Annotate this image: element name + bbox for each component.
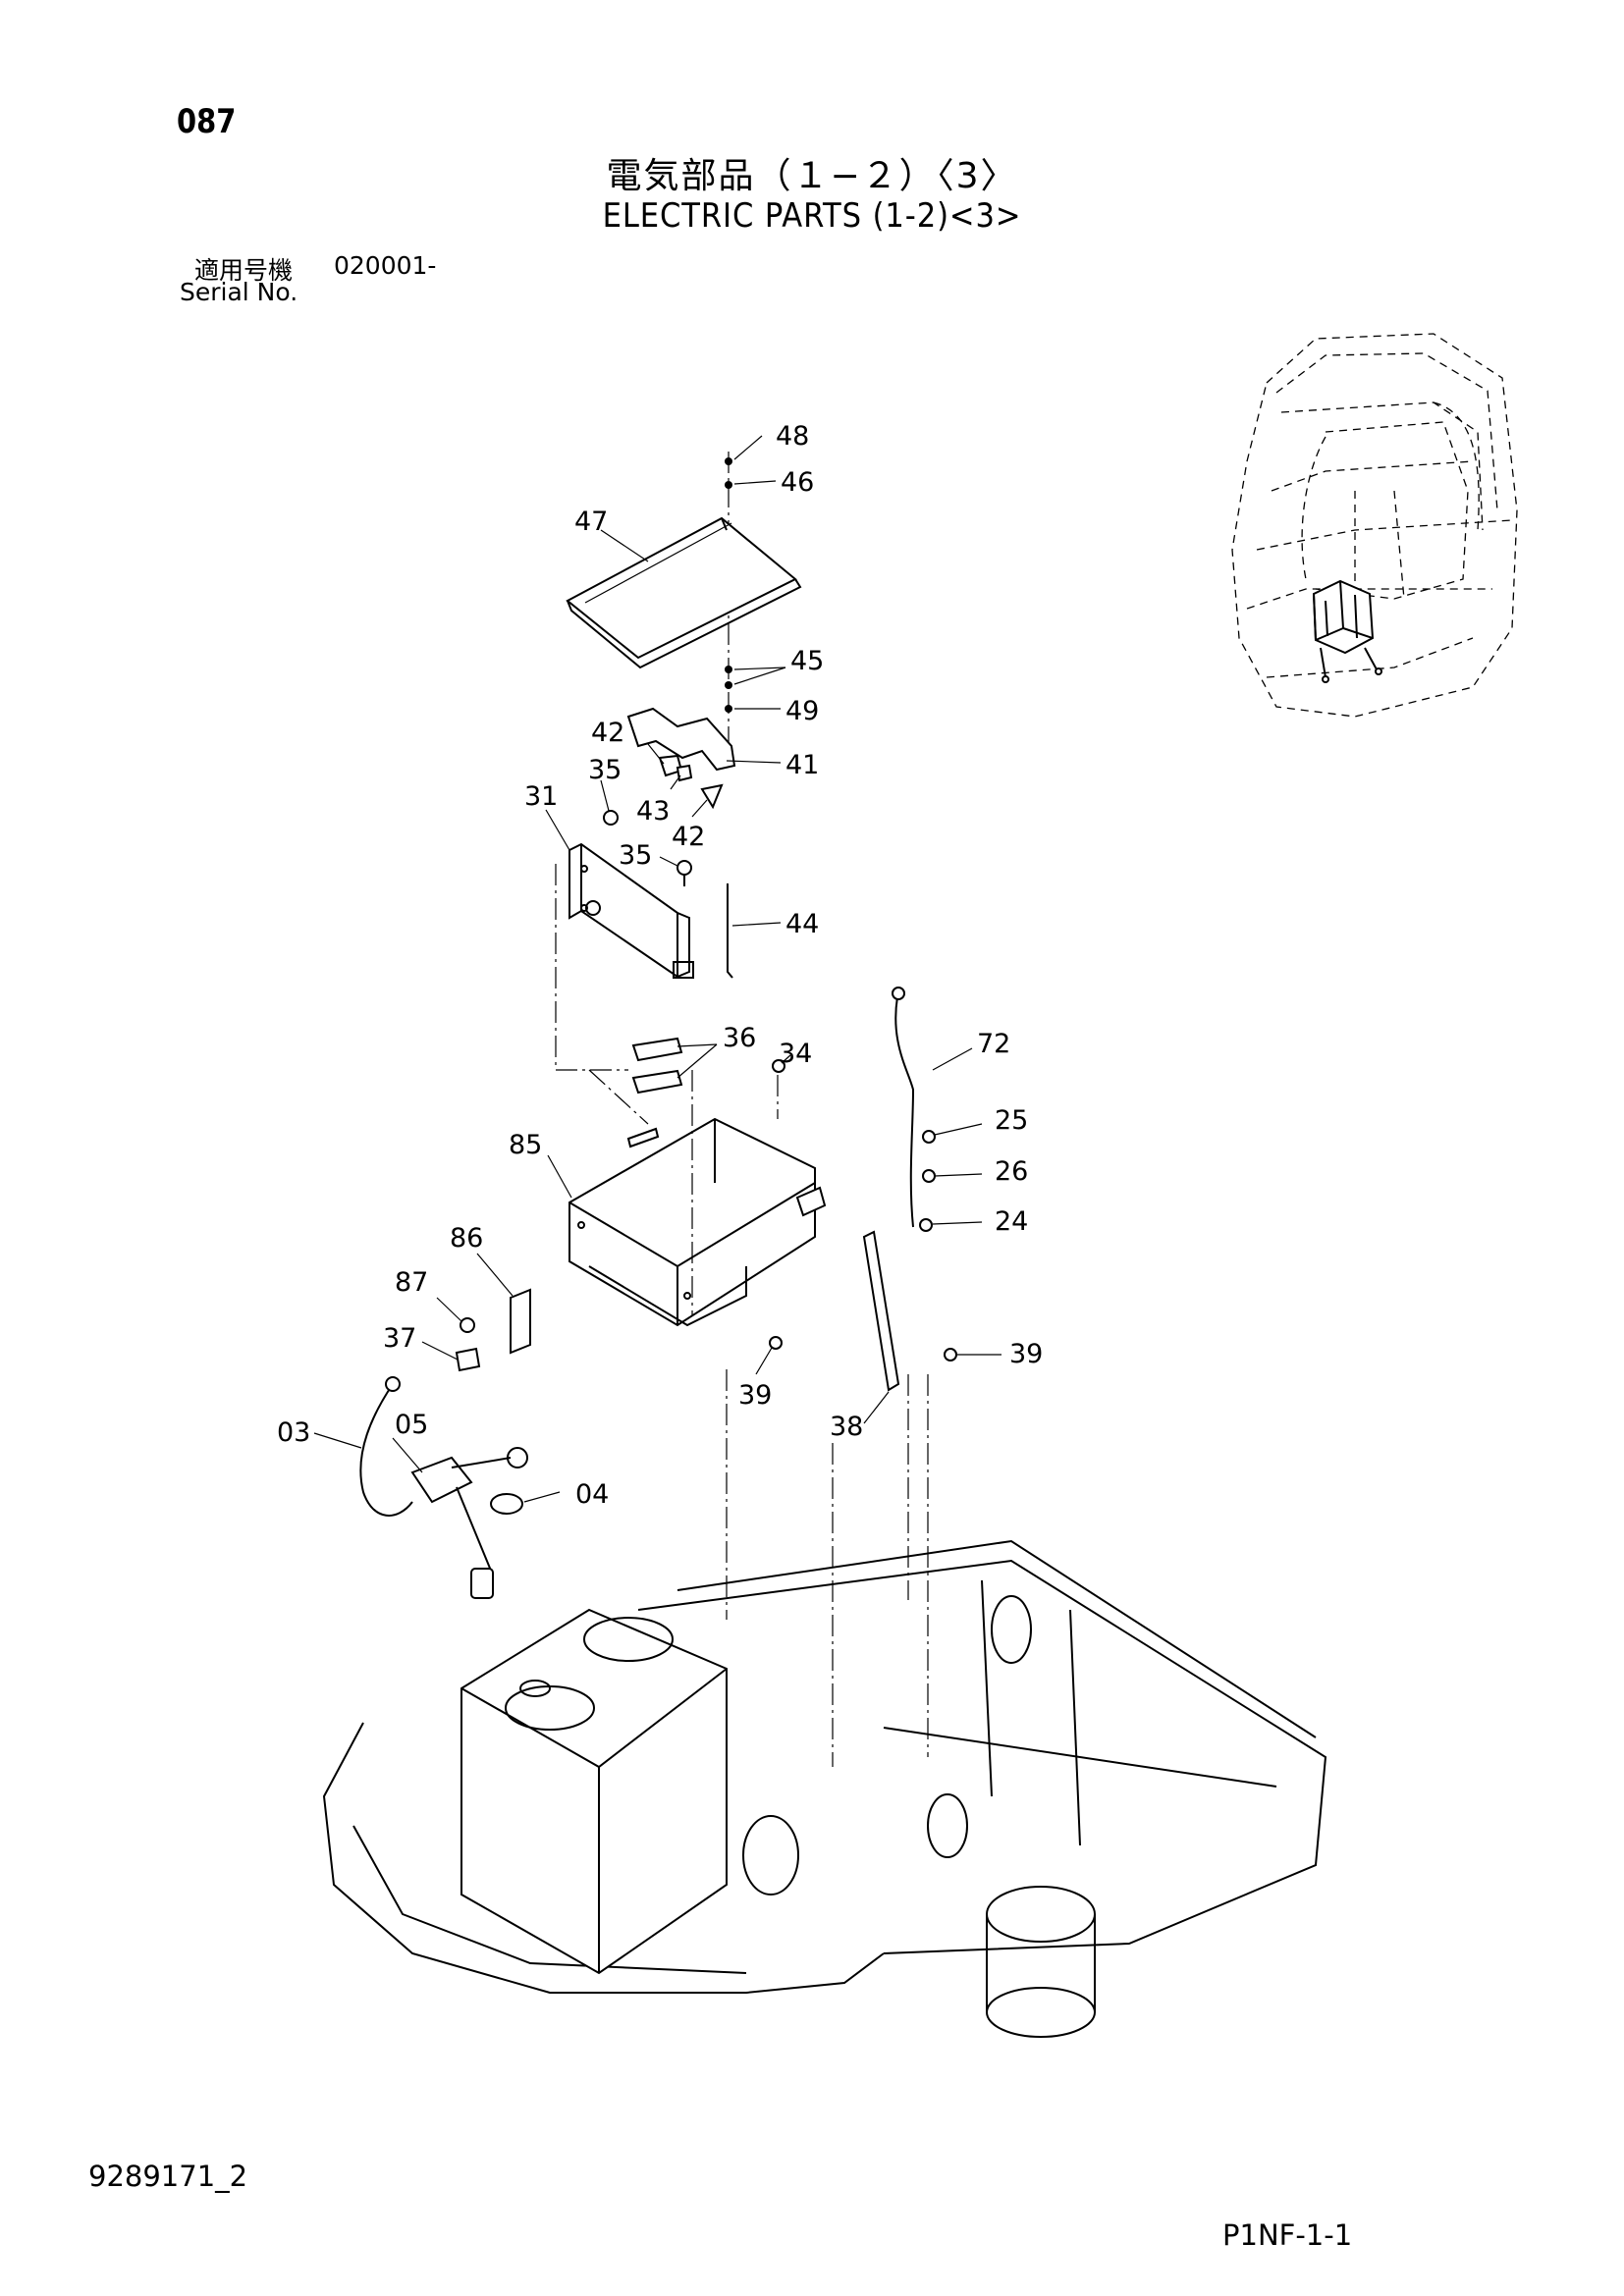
cover-plate bbox=[566, 516, 802, 669]
callout-44: 44 bbox=[785, 909, 819, 939]
harness-72 bbox=[894, 990, 915, 1228]
location-inset bbox=[1231, 333, 1518, 718]
bolt-35a bbox=[603, 810, 619, 826]
callout-38: 38 bbox=[830, 1412, 863, 1442]
bracket-86 bbox=[510, 1288, 531, 1355]
electric-box-85 bbox=[568, 1117, 827, 1327]
callout-41: 41 bbox=[785, 750, 819, 780]
callout-25: 25 bbox=[995, 1105, 1028, 1136]
callout-72: 72 bbox=[977, 1029, 1010, 1059]
title-english: ELECTRIC PARTS (1-2)<3> bbox=[602, 196, 1022, 236]
bracket-41 bbox=[626, 707, 736, 772]
callout-43: 43 bbox=[636, 796, 670, 827]
page-code: P1NF-1-1 bbox=[1222, 2218, 1353, 2252]
nut-25 bbox=[922, 1130, 936, 1144]
callout-39a: 39 bbox=[738, 1380, 772, 1411]
clip-43 bbox=[676, 764, 693, 782]
part-37 bbox=[455, 1347, 481, 1372]
mounting-bracket-31 bbox=[568, 842, 694, 979]
fuel-tank bbox=[460, 1608, 728, 1975]
sensor-05 bbox=[410, 1456, 473, 1504]
callout-85: 85 bbox=[509, 1130, 542, 1160]
alignment-lines bbox=[555, 864, 929, 1767]
bolt-39b bbox=[944, 1348, 957, 1362]
callout-05: 05 bbox=[395, 1410, 428, 1440]
callout-leaders bbox=[313, 435, 1001, 1503]
nut-24 bbox=[919, 1218, 933, 1232]
callout-numbers: 48 46 47 45 49 42 41 35 43 42 31 35 44 7… bbox=[277, 421, 1043, 1510]
serial-value: 020001- bbox=[334, 251, 437, 280]
gasket-04 bbox=[490, 1493, 523, 1515]
part-36a bbox=[631, 1037, 683, 1062]
callout-03: 03 bbox=[277, 1417, 310, 1448]
callout-45: 45 bbox=[790, 646, 824, 676]
serial-label-english: Serial No. bbox=[180, 278, 298, 306]
callout-47: 47 bbox=[574, 507, 608, 537]
callout-49: 49 bbox=[785, 696, 819, 726]
washer-26 bbox=[922, 1169, 936, 1183]
callout-46: 46 bbox=[781, 467, 814, 498]
callout-39b: 39 bbox=[1009, 1339, 1043, 1369]
callout-35b: 35 bbox=[619, 840, 652, 871]
bolt-35b bbox=[677, 860, 692, 876]
callout-42b: 42 bbox=[672, 822, 705, 852]
callout-87: 87 bbox=[395, 1267, 428, 1298]
callout-26: 26 bbox=[995, 1156, 1028, 1187]
callout-04: 04 bbox=[575, 1479, 609, 1510]
callout-24: 24 bbox=[995, 1206, 1028, 1237]
callout-35a: 35 bbox=[588, 755, 622, 785]
callout-34: 34 bbox=[779, 1039, 812, 1069]
bolt-87 bbox=[460, 1317, 475, 1333]
serial-label-japanese: 適用号機 bbox=[194, 256, 294, 285]
rod-44 bbox=[727, 883, 733, 979]
clip-42b bbox=[700, 783, 724, 810]
callout-86: 86 bbox=[450, 1223, 483, 1254]
wire-03 bbox=[359, 1383, 413, 1517]
callout-48: 48 bbox=[776, 421, 809, 452]
callout-31: 31 bbox=[524, 781, 558, 812]
upperstructure-frame bbox=[322, 1539, 1327, 2038]
document-code: 9289171_2 bbox=[88, 2160, 248, 2193]
callout-42a: 42 bbox=[591, 718, 624, 748]
page-number: 087 bbox=[177, 102, 237, 141]
title-japanese: 電気部品（１−２）〈3〉 bbox=[606, 156, 1018, 196]
part-36b bbox=[631, 1069, 683, 1095]
callout-36: 36 bbox=[723, 1023, 756, 1053]
bolt-39a bbox=[769, 1336, 783, 1350]
callout-37: 37 bbox=[383, 1323, 416, 1354]
strap-38 bbox=[862, 1230, 900, 1392]
